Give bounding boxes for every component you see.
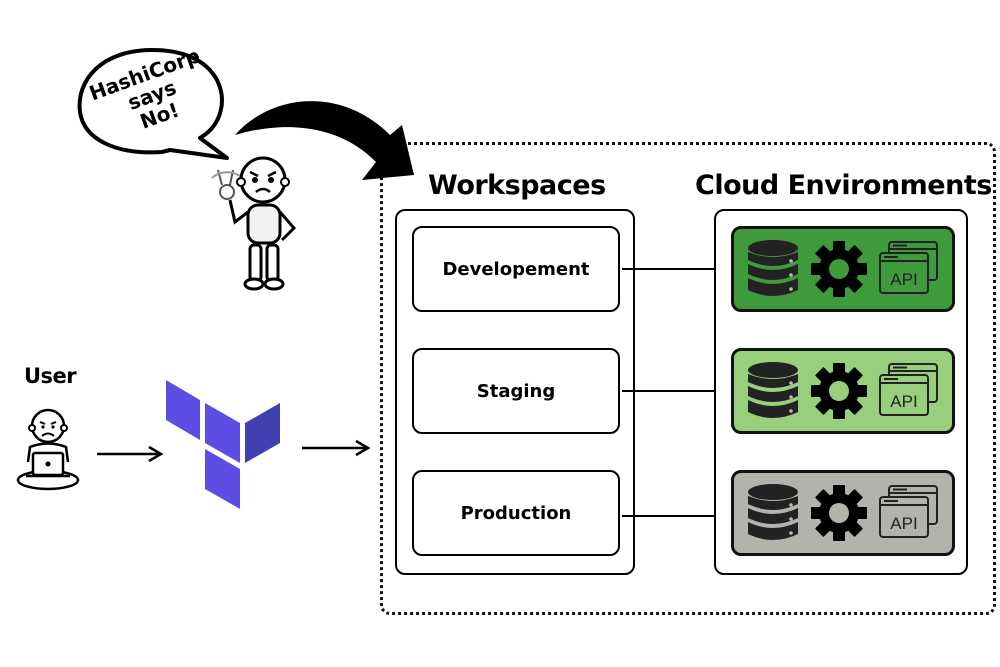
- sad-user-icon: [14, 402, 82, 494]
- database-icon: [747, 240, 798, 296]
- user-label: User: [24, 364, 77, 388]
- speech-bubble: HashiCorp says No!: [62, 40, 242, 180]
- gear-icon: [810, 485, 867, 541]
- database-icon: [747, 484, 798, 540]
- workspace-development[interactable]: Developement: [412, 226, 620, 312]
- workspaces-title: Workspaces: [428, 170, 606, 201]
- workspace-production[interactable]: Production: [412, 470, 620, 556]
- gear-icon: [810, 241, 867, 297]
- environment-development[interactable]: API: [731, 226, 955, 312]
- terraform-block-right: [245, 403, 280, 463]
- arrow-terraform-to-workspaces-icon: [300, 438, 372, 458]
- api-window-icon: API: [879, 363, 939, 416]
- gear-icon: [810, 363, 867, 419]
- terraform-block-center: [205, 403, 240, 463]
- terraform-block-left: [166, 380, 200, 440]
- environment-staging[interactable]: API: [731, 348, 955, 434]
- svg-text:API: API: [891, 392, 918, 411]
- terraform-block-bottom: [205, 449, 240, 509]
- curved-arrow-icon: [230, 80, 430, 190]
- api-window-icon: API: [879, 485, 939, 538]
- svg-text:API: API: [891, 514, 918, 533]
- terraform-logo-icon: [164, 378, 284, 513]
- workspace-staging[interactable]: Staging: [412, 348, 620, 434]
- cloud-environments-title: Cloud Environments: [695, 170, 992, 201]
- database-icon: [747, 362, 798, 418]
- api-window-icon: API: [879, 241, 939, 294]
- speech-bubble-shape: [77, 48, 229, 160]
- arrow-user-to-terraform-icon: [95, 444, 165, 464]
- robot-mascot-icon: [200, 150, 320, 295]
- environment-production[interactable]: API: [731, 470, 955, 556]
- hashicorp-scope-frame: [380, 142, 996, 615]
- svg-text:API: API: [891, 270, 918, 289]
